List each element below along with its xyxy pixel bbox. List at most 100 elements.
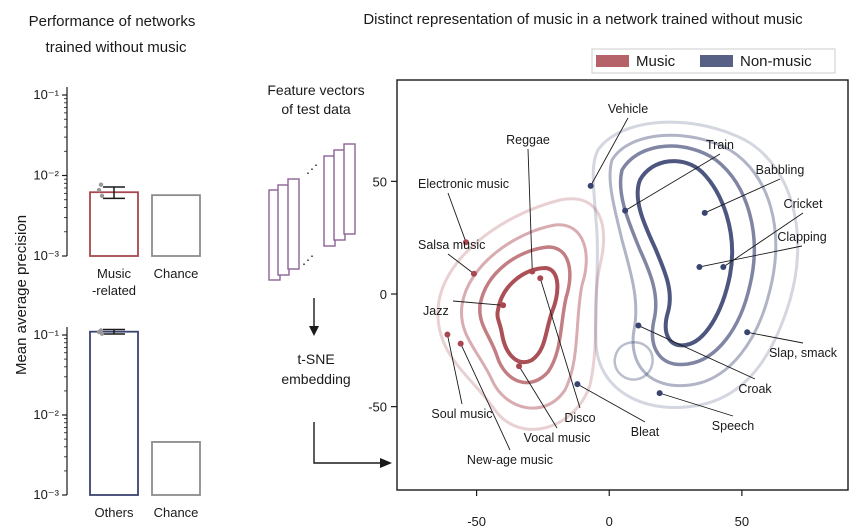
point-label-croak: Croak: [738, 382, 772, 396]
point-croak: [635, 322, 642, 329]
point-label-vehicle: Vehicle: [608, 102, 648, 116]
bar2-bar: [89, 330, 139, 496]
legend-swatch-music: [596, 55, 629, 67]
bar-chart-others: 10⁻³ 10⁻² 10⁻¹ Others Chance: [33, 327, 201, 520]
arrow-right-icon: [313, 422, 392, 468]
bar2-data-point: [98, 328, 104, 333]
bar1-category-label: Chance: [154, 266, 199, 281]
nonmusic-contour-inner: [635, 159, 735, 348]
tsne-xtick-label: -50: [467, 514, 486, 529]
tsne-title: Distinct representation of music in a ne…: [363, 11, 803, 28]
feature-vectors-label-line1: Feature vectors: [267, 82, 364, 98]
point-train: [622, 207, 629, 214]
ellipsis-top-icon: ⋰: [306, 162, 318, 176]
legend-label-nonmusic: Non-music: [740, 53, 812, 70]
point-label-new-age-music: New-age music: [467, 453, 553, 467]
legend-swatch-nonmusic: [700, 55, 733, 67]
point-disco: [537, 275, 544, 282]
bar2-category-label: Others: [94, 505, 134, 520]
tsne-plot-frame: [396, 79, 849, 491]
leader-line-cricket: [723, 212, 804, 268]
tsne-plot: Distinct representation of music in a ne…: [363, 11, 849, 529]
point-slap-smack: [744, 329, 751, 336]
tsne-label-line2: embedding: [281, 371, 350, 387]
leader-line-vehicle: [590, 117, 629, 187]
tsne-xtick-label: 50: [735, 514, 749, 529]
leader-line-reggae: [527, 148, 533, 272]
point-label-electronic-music: Electronic music: [418, 177, 509, 191]
bar1-data-point: [98, 182, 104, 187]
left-title-line1: Performance of networks: [29, 13, 196, 30]
bar1-bar: [151, 194, 201, 257]
point-label-jazz: Jazz: [423, 304, 449, 318]
point-babbling: [701, 209, 708, 216]
point-bleat: [574, 381, 581, 388]
bar2-ytick-label: 10⁻³: [33, 487, 59, 502]
bar1-ytick-label: 10⁻²: [33, 168, 59, 183]
bar2-ytick-label: 10⁻²: [33, 407, 59, 422]
leader-line-disco: [539, 278, 581, 409]
point-new-age-music: [457, 340, 464, 347]
bar1-category-label: -related: [92, 283, 136, 298]
music-contour-outer: [436, 197, 606, 431]
leader-line-speech: [659, 392, 734, 417]
leader-line-soul-music: [446, 334, 463, 405]
bar2-ytick-label: 10⁻¹: [33, 327, 59, 342]
nonmusic-contour-outer: [591, 120, 800, 409]
nonmusic-contour-island: [613, 341, 654, 381]
point-label-salsa-music: Salsa music: [418, 238, 485, 252]
bar2-category-label: Chance: [154, 505, 199, 520]
leader-line-clapping: [699, 245, 803, 268]
arrow-down-icon: [309, 298, 319, 336]
left-ylabel: Mean average precision: [13, 215, 30, 375]
point-label-clapping: Clapping: [777, 230, 826, 244]
bar1-ytick-label: 10⁻¹: [33, 87, 59, 102]
point-jazz: [500, 302, 507, 309]
point-label-bleat: Bleat: [631, 425, 660, 439]
legend-label-music: Music: [636, 53, 676, 70]
point-salsa-music: [470, 270, 477, 277]
point-speech: [656, 390, 663, 397]
bar1-data-point: [96, 187, 102, 193]
point-label-soul-music: Soul music: [431, 407, 492, 421]
music-contour-3: [478, 245, 572, 385]
point-cricket: [720, 263, 727, 270]
point-soul-music: [444, 331, 451, 338]
point-label-speech: Speech: [712, 419, 754, 433]
tsne-ytick-label: 50: [373, 174, 387, 189]
point-vocal-music: [516, 363, 523, 370]
feature-vector-stack-icon: [268, 143, 356, 281]
tsne-ytick-label: 0: [380, 287, 387, 302]
point-vehicle: [587, 182, 594, 189]
tsne-xtick-label: 0: [606, 514, 613, 529]
point-label-babbling: Babbling: [756, 163, 805, 177]
tsne-legend: Music Non-music: [591, 48, 836, 74]
bar1-bar: [89, 191, 139, 257]
leader-line-vocal-music: [518, 365, 558, 429]
point-reggae: [529, 268, 536, 275]
nonmusic-contour-2: [608, 133, 778, 388]
leader-line-new-age-music: [460, 343, 511, 451]
point-label-slap-smack: Slap, smack: [769, 346, 838, 360]
point-label-vocal-music: Vocal music: [524, 431, 591, 445]
point-clapping: [696, 263, 703, 270]
feature-vectors-label-line2: of test data: [281, 101, 350, 117]
point-label-train: Train: [706, 138, 734, 152]
bar1-ytick-label: 10⁻³: [33, 248, 59, 263]
point-electronic-music: [462, 239, 469, 246]
leader-line-jazz: [452, 300, 504, 306]
leader-line-bleat: [577, 383, 646, 423]
ellipsis-bottom-icon: ⋰: [302, 253, 314, 267]
music-contour-inner: [495, 265, 560, 364]
leader-line-salsa-music: [447, 253, 475, 275]
bar1-data-point: [99, 193, 105, 198]
point-label-cricket: Cricket: [784, 197, 823, 211]
tsne-label-line1: t-SNE: [297, 351, 334, 367]
bar2-bar: [151, 441, 201, 496]
leader-line-slap-smack: [747, 331, 804, 344]
tsne-ytick-label: -50: [368, 400, 387, 415]
leader-line-electronic-music: [447, 192, 467, 243]
nonmusic-contour-3: [618, 144, 756, 367]
point-label-reggae: Reggae: [506, 133, 550, 147]
